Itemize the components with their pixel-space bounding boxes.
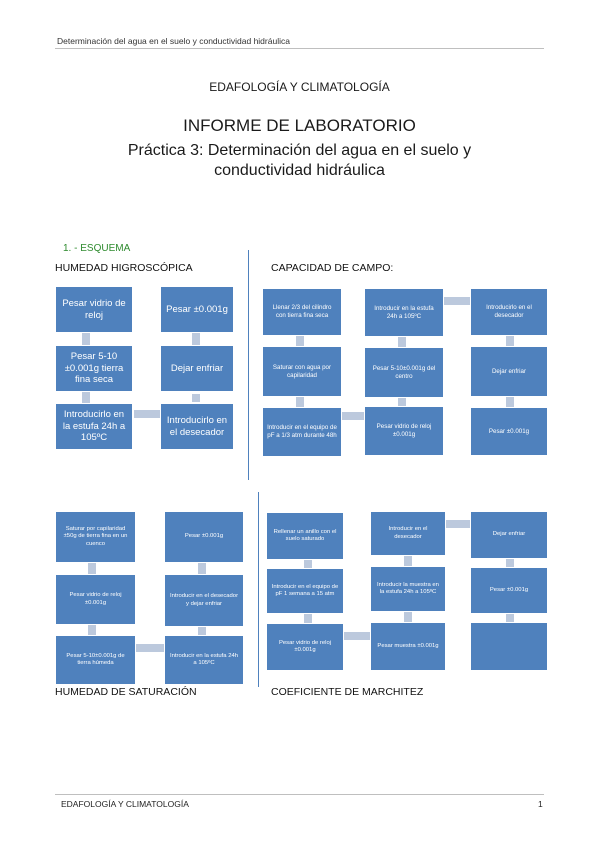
connector (136, 644, 164, 652)
connector (404, 556, 412, 566)
flow-step: Pesar 5-10±0.001g de tierra húmeda (55, 635, 136, 685)
connector (296, 397, 304, 407)
connector (398, 337, 406, 347)
practice-title: Práctica 3: Determinación del agua en el… (0, 141, 599, 181)
diagram-label-capacidad-campo: CAPACIDAD DE CAMPO: (271, 262, 394, 274)
connector (88, 563, 96, 574)
connector (192, 333, 200, 345)
flow-step: Pesar vidrio de reloj (55, 286, 133, 333)
flow-step: Pesar 5-10 ±0.001g tierra fina seca (55, 345, 133, 392)
diagram-label-humedad-saturacion: HUMEDAD DE SATURACIÓN (55, 686, 197, 698)
connector (404, 612, 412, 622)
connector (304, 560, 312, 568)
practice-title-line-1: Práctica 3: Determinación del agua en el… (127, 142, 472, 159)
connector (296, 336, 304, 346)
connector (198, 627, 206, 635)
vertical-separator-top (248, 250, 249, 480)
section-heading: 1. - ESQUEMA (63, 243, 131, 254)
flow-step: Rellenar un anillo con el suelo saturado (266, 512, 344, 560)
connector (506, 559, 514, 567)
flow-step: Introducir en el equipo de pF 1 semana a… (266, 568, 344, 614)
connector (444, 297, 470, 305)
vertical-separator-bottom (258, 492, 259, 687)
flow-step: Pesar muestra ±0.001g (370, 622, 446, 671)
connector (198, 563, 206, 574)
connector (134, 410, 160, 418)
flow-step: Introducirlo en el desecador (160, 403, 234, 450)
subject-title: EDAFOLOGÍA Y CLIMATOLOGÍA (209, 80, 390, 94)
connector (192, 394, 200, 402)
diagram-label-coeficiente-marchitez: COEFICIENTE DE MARCHITEZ (271, 686, 424, 698)
connector (344, 632, 370, 640)
connector (304, 614, 312, 623)
connector (88, 625, 96, 635)
flow-step: Introducirlo en la estufa 24h a 105ºC (55, 403, 133, 450)
connector (398, 398, 406, 406)
flow-step: Pesar 5-10±0.001g del centro (364, 347, 444, 398)
flow-step: Pesar vidrio de reloj ±0.001g (364, 406, 444, 456)
flow-step: Introducir en el equipo de pF a 1/3 atm … (262, 407, 342, 457)
flow-step: Introducir en la estufa 24h a 105ºC (164, 635, 244, 685)
flow-step: Saturar con agua por capilaridad (262, 346, 342, 397)
flow-step: Pesar ±0.001g (160, 286, 234, 333)
connector (506, 336, 514, 346)
flow-step: Introducir en la estufa 24h a 105ºC (364, 288, 444, 337)
flow-step: Pesar ±0.001g (470, 567, 548, 614)
connector (342, 412, 364, 420)
flow-step-empty (470, 622, 548, 671)
footer-subject: EDAFOLOGÍA Y CLIMATOLOGÍA (61, 799, 189, 809)
flow-step: Llenar 2/3 del cilindro con tierra fina … (262, 288, 342, 336)
flow-step: Introducir en el desecador y dejar enfri… (164, 574, 244, 627)
running-header: Determinación del agua en el suelo y con… (57, 36, 290, 46)
flow-step: Dejar enfriar (470, 511, 548, 559)
flow-step: Saturar por capilaridad ±50g de tierra f… (55, 511, 136, 563)
flow-step: Introducirlo en el desecador (470, 288, 548, 336)
flow-step: Introducir la muestra en la estufa 24h a… (370, 566, 446, 612)
flow-step: Pesar ±0.001g (164, 511, 244, 563)
connector (506, 614, 514, 622)
report-title: INFORME DE LABORATORIO (183, 116, 416, 135)
flow-step: Pesar vidrio de reloj ±0.001g (266, 623, 344, 671)
connector (444, 520, 470, 528)
flow-step: Pesar ±0.001g (470, 407, 548, 456)
diagram-label-humedad-higroscopica: HUMEDAD HIGROSCÓPICA (55, 262, 193, 274)
flow-step: Dejar enfriar (470, 346, 548, 397)
connector (82, 392, 90, 403)
practice-title-line-2: conductividad hidráulica (214, 162, 385, 179)
connector (506, 397, 514, 407)
footer-divider (55, 794, 544, 795)
connector (82, 333, 90, 345)
page-number: 1 (538, 799, 543, 809)
flow-step: Introducir en el desecador (370, 511, 446, 556)
header-divider (55, 48, 544, 49)
flow-step: Pesar vidrio de reloj ±0.001g (55, 574, 136, 625)
flow-step: Dejar enfriar (160, 345, 234, 392)
